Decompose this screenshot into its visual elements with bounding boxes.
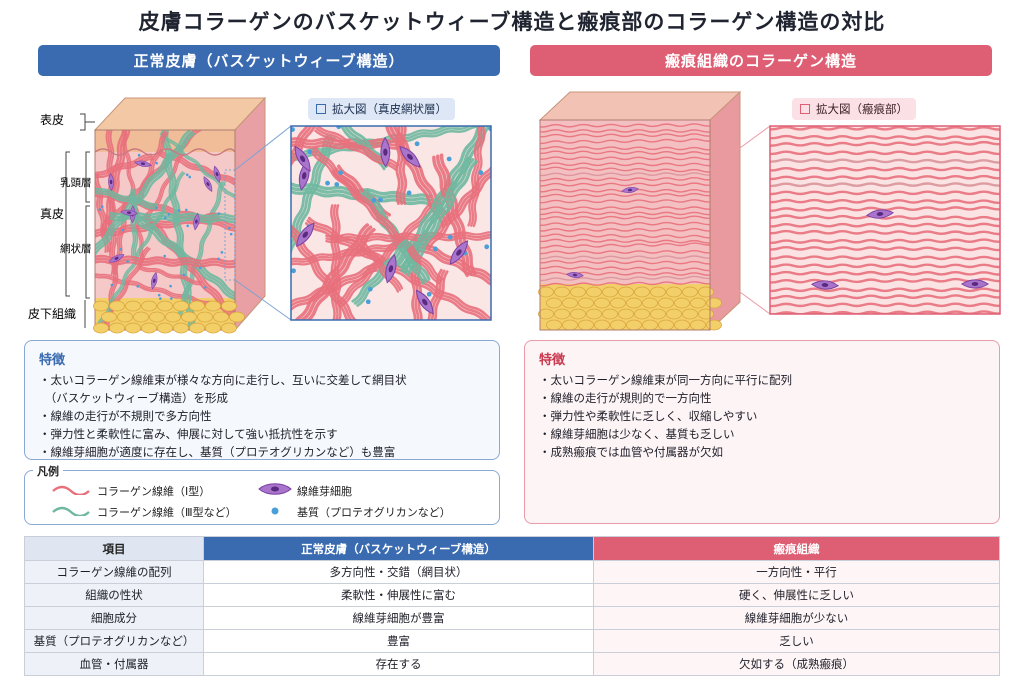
label-subcutis: 皮下組織: [28, 307, 76, 321]
collagen-type3-icon: [52, 506, 90, 516]
normal-skin-diagram: 表皮 真皮 乳頭層 網状層 皮下組織: [28, 96, 492, 334]
row-label: 組織の性状: [24, 583, 204, 607]
row-normal: 存在する: [203, 652, 594, 676]
zoom-tag-normal: 拡大図（真皮網状層）: [308, 98, 455, 120]
table-row: 血管・付属器 存在する 欠如する（成熟瘢痕）: [24, 652, 1000, 676]
legend-collagen-type3: コラーゲン線維（Ⅲ型など）: [97, 506, 237, 519]
row-scar: 線維芽細胞が少ない: [593, 606, 1000, 630]
label-reticular: 網状層: [60, 242, 92, 255]
table-row: コラーゲン線維の配列 多方向性・交錯（網目状） 一方向性・平行: [24, 560, 1000, 584]
table-header-row: 項目 正常皮膚（バスケットウィーブ構造） 瘢痕組織: [24, 536, 1000, 561]
parallel-collagen-front: [540, 123, 710, 287]
legend-collagen-type1: コラーゲン線維（Ⅰ型）: [97, 485, 211, 498]
scar-feature-item: ・線維芽細胞は少なく、基質も乏しい: [539, 427, 735, 441]
legend-fibroblast: 線維芽細胞: [297, 485, 352, 498]
page-title: 皮膚コラーゲンのバスケットウィーブ構造と瘢痕部のコラーゲン構造の対比: [138, 10, 886, 34]
label-epidermis: 表皮: [40, 113, 64, 127]
scar-feature-item: ・線維の走行が規則的で一方向性: [539, 391, 712, 405]
row-normal: 柔軟性・伸展性に富む: [203, 583, 594, 607]
row-normal: 豊富: [203, 629, 594, 653]
row-normal: 多方向性・交錯（網目状）: [203, 560, 594, 584]
scar-tissue-banner: 瘢痕組織のコラーゲン構造: [530, 45, 992, 76]
row-scar: 一方向性・平行: [593, 560, 1000, 584]
scar-block-side: [709, 90, 741, 332]
zoom-label-scar: 拡大図（瘢痕部）: [816, 102, 908, 116]
collagen-type1-icon: [52, 485, 90, 495]
matrix-dot-icon: [271, 507, 279, 515]
normal-features-box: 特徴 ・太いコラーゲン線維束が様々な方向に走行し、互いに交差して網目状 （バスケ…: [24, 340, 500, 460]
label-dermis: 真皮: [40, 207, 64, 221]
scar-feature-item: ・弾力性や柔軟性に乏しく、収縮しやすい: [539, 409, 758, 423]
header-normal: 正常皮膚（バスケットウィーブ構造）: [203, 536, 594, 561]
label-papillary: 乳頭層: [60, 176, 92, 189]
table-row: 細胞成分 線維芽細胞が豊富 線維芽細胞が少ない: [24, 606, 1000, 630]
legend: 凡例 コラーゲン線維（Ⅰ型） コラーゲン線維（Ⅲ型など） 線維芽細胞 基質（プロ…: [24, 463, 500, 525]
parallel-collagen-zoom: [770, 126, 1000, 314]
header-scar: 瘢痕組織: [593, 536, 1000, 561]
legend-title: 凡例: [33, 463, 63, 479]
scar-block-top: [538, 91, 742, 121]
normal-feature-item: ・太いコラーゲン線維束が様々な方向に走行し、互いに交差して網目状: [39, 373, 407, 387]
normal-feature-item: （バスケットウィーブ構造）を形成: [39, 391, 229, 405]
collagen-weave-front: [95, 130, 235, 330]
fibroblast-icon: [258, 483, 292, 495]
row-normal: 線維芽細胞が豊富: [203, 606, 594, 630]
row-scar: 乏しい: [593, 629, 1000, 653]
table-row: 組織の性状 柔軟性・伸展性に富む 硬く、伸展性に乏しい: [24, 583, 1000, 607]
normal-feature-item: ・線維芽細胞が適度に存在し、基質（プロテオグリカンなど）も豊富: [39, 445, 396, 459]
normal-feature-item: ・弾力性と柔軟性に富み、伸展に対して強い抵抗性を示す: [39, 427, 338, 441]
legend-matrix: 基質（プロテオグリカンなど）: [297, 506, 451, 519]
row-scar: 硬く、伸展性に乏しい: [593, 583, 1000, 607]
table-row: 基質（プロテオグリカンなど） 豊富 乏しい: [24, 629, 1000, 653]
scar-features-title: 特徴: [539, 353, 566, 368]
row-label: コラーゲン線維の配列: [24, 560, 204, 584]
scar-tissue-diagram: [538, 90, 1001, 332]
row-label: 基質（プロテオグリカンなど）: [24, 629, 204, 653]
normal-feature-item: ・線維の走行が不規則で多方向性: [39, 409, 212, 423]
normal-skin-banner: 正常皮膚（バスケットウィーブ構造）: [38, 45, 500, 76]
magnifier-icon: [316, 104, 326, 114]
block-side-face: [234, 96, 266, 332]
zoom-label-normal: 拡大図（真皮網状層）: [332, 102, 447, 116]
header-item: 項目: [24, 536, 204, 561]
collagen-weave-zoom: [291, 126, 491, 320]
scar-feature-item: ・成熟瘢痕では血管や付属器が欠如: [539, 445, 723, 459]
row-label: 細胞成分: [24, 606, 204, 630]
fat-cells: [93, 300, 245, 334]
row-scar: 欠如する（成熟瘢痕）: [593, 652, 1000, 676]
normal-features-title: 特徴: [39, 353, 66, 368]
scar-feature-item: ・太いコラーゲン線維束が同一方向に平行に配列: [539, 373, 792, 387]
row-label: 血管・付属器: [24, 652, 204, 676]
comparison-table: 項目 正常皮膚（バスケットウィーブ構造） 瘢痕組織 コラーゲン線維の配列 多方向…: [24, 536, 1000, 676]
magnifier-icon: [800, 104, 810, 114]
zoom-tag-scar: 拡大図（瘢痕部）: [792, 98, 916, 120]
scar-features-box: 特徴 ・太いコラーゲン線維束が同一方向に平行に配列 ・線維の走行が規則的で一方向…: [524, 340, 1000, 524]
